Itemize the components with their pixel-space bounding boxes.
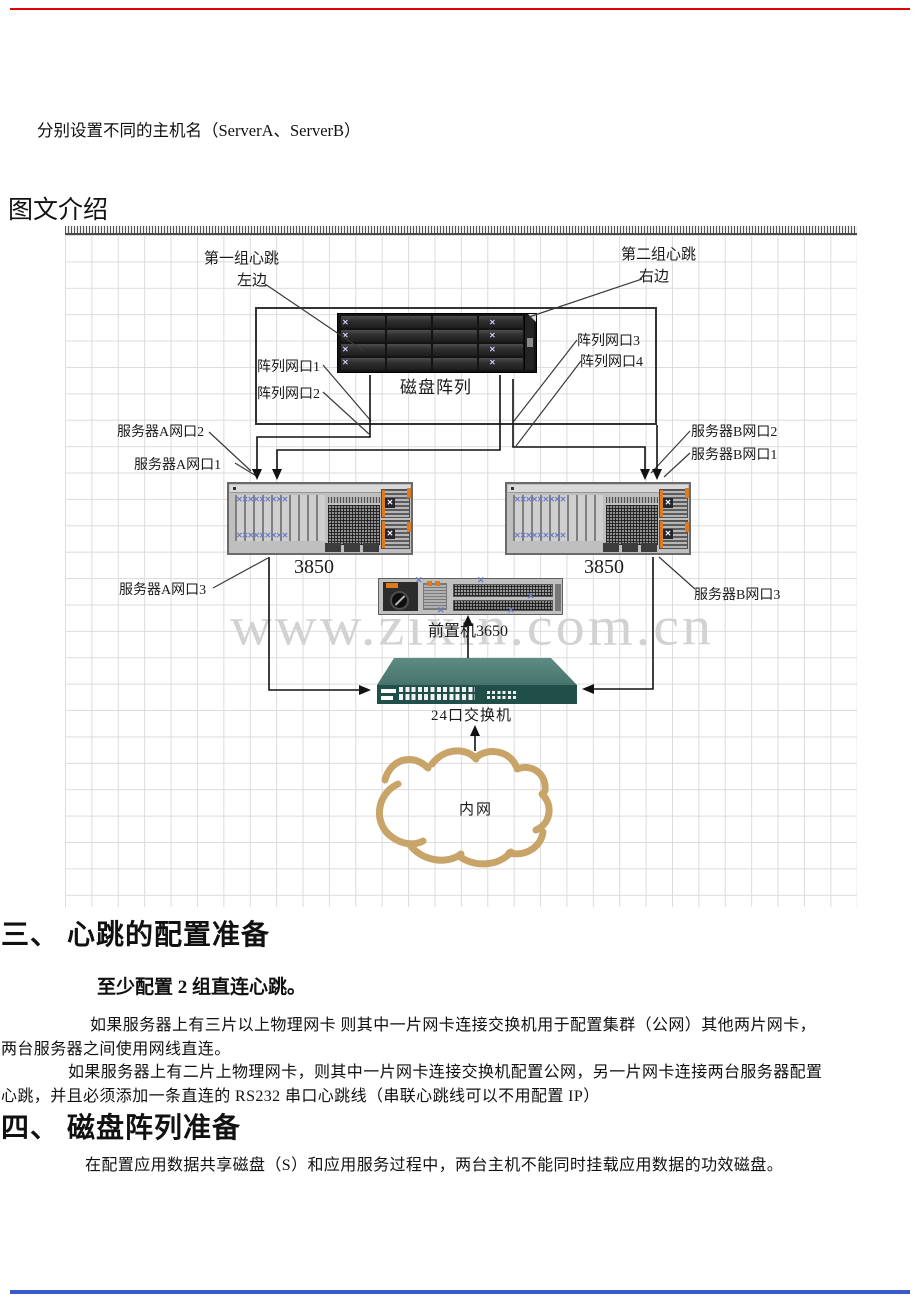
orange-accent: [386, 583, 398, 588]
disk-array-graphic: ✕ ✕ ✕ ✕ ✕ ✕ ✕ ✕: [337, 313, 537, 373]
bottom-blue-divider: [10, 1290, 910, 1294]
orange-accent: [407, 522, 411, 532]
x-mark-icon: ✕: [477, 575, 485, 585]
intranet-cloud-icon: [375, 747, 553, 868]
label-array-port1: 阵列网口1: [257, 360, 320, 375]
label-server-b-port2: 服务器B网口2: [691, 425, 778, 440]
front-server-power-module: [383, 582, 418, 611]
front-server-module: [423, 581, 447, 610]
server-vent-cap: [606, 497, 658, 503]
server-pci-slots: ✕✕✕✕✕✕✕✕✕ ✕✕✕✕✕✕✕✕✕: [235, 495, 325, 541]
x-marks-icon: ✕✕✕✕✕✕✕✕✕: [514, 531, 566, 540]
array-corner-fold: [528, 314, 536, 322]
x-mark-icon: ✕: [489, 331, 496, 340]
x-mark-icon: ✕: [415, 575, 423, 585]
orange-accent: [685, 522, 689, 532]
paragraph-line: 如果服务器上有三片以上物理网卡 则其中一片网卡连接交换机用于配置集群（公网）其他…: [90, 1017, 817, 1034]
label-server-a-model: 3850: [294, 556, 334, 578]
section3-heading: 三、 心跳的配置准备: [1, 920, 271, 951]
label-array-port2: 阵列网口2: [257, 387, 320, 402]
x-mark-icon: ✕: [507, 605, 515, 615]
server-top-strip: [230, 485, 410, 493]
array-side-tab: [527, 338, 533, 347]
server-top-strip: [508, 485, 688, 493]
section3-subheading: 至少配置 2 组直连心跳。: [97, 977, 307, 998]
x-marks-icon: ✕✕✕✕✕✕✕✕✕: [236, 531, 288, 540]
switch-port-group: [487, 691, 518, 699]
paragraph-line: 心跳，并且必须添加一条直连的 RS232 串口心跳线（串联心跳线可以不用配置 I…: [1, 1088, 600, 1105]
label-array-port4: 阵列网口4: [580, 355, 643, 370]
server-psu-module: ✕: [381, 489, 410, 518]
server-vent-grille: [606, 505, 658, 545]
label-server-a-port3: 服务器A网口3: [119, 583, 207, 598]
x-mark-icon: ✕: [489, 318, 496, 327]
server-vent-grille: [328, 505, 380, 545]
x-mark-icon: ✕: [663, 498, 673, 508]
label-array-port3: 阵列网口3: [577, 334, 640, 349]
orange-accent: [685, 488, 689, 498]
x-marks-icon: ✕✕✕✕✕✕✕✕✕: [514, 495, 566, 504]
server-bottom-ports: [603, 543, 657, 552]
server-pci-slots: ✕✕✕✕✕✕✕✕✕ ✕✕✕✕✕✕✕✕✕: [513, 495, 603, 541]
x-mark-icon: ✕: [527, 591, 535, 601]
front-server-port-panel: [453, 600, 553, 611]
x-mark-icon: ✕: [342, 331, 349, 340]
label-heartbeat-group1-side: 左边: [237, 273, 268, 289]
x-mark-icon: ✕: [342, 358, 349, 367]
switch-top-face: [377, 658, 577, 685]
front-server-graphic: ✕ ✕ ✕ ✕ ✕: [378, 575, 563, 615]
switch-label-bar: [381, 689, 396, 693]
orange-accent: [407, 488, 411, 498]
label-front-server: 前置机3650: [428, 623, 509, 640]
label-heartbeat-group1: 第一组心跳: [204, 251, 280, 267]
server-psu-module: ✕: [659, 489, 688, 518]
paragraph-line: 两台服务器之间使用网线直连。: [1, 1041, 231, 1058]
label-server-b-port1: 服务器B网口1: [691, 448, 778, 463]
switch-label-bar: [381, 696, 393, 700]
server-psu-module: ✕: [381, 520, 410, 549]
section4-heading: 四、 磁盘阵列准备: [1, 1113, 242, 1144]
server-psu-module: ✕: [659, 520, 688, 549]
label-switch: 24口交换机: [431, 708, 513, 724]
intro-line: 分别设置不同的主机名（ServerA、ServerB）: [37, 121, 361, 140]
server-b-graphic: ✕✕✕✕✕✕✕✕✕ ✕✕✕✕✕✕✕✕✕ ✕ ✕: [505, 482, 691, 555]
paragraph-line: 在配置应用数据共享磁盘（S）和应用服务过程中，两台主机不能同时挂载应用数据的功效…: [85, 1157, 784, 1174]
label-server-a-port2: 服务器A网口2: [117, 425, 205, 440]
x-mark-icon: ✕: [663, 529, 673, 539]
label-disk-array: 磁盘阵列: [400, 378, 472, 397]
server-bottom-ports: [325, 543, 379, 552]
label-heartbeat-group2-side: 右边: [639, 269, 670, 285]
diagram-top-hatch-border: [65, 226, 857, 235]
top-red-divider: [10, 8, 910, 10]
x-mark-icon: ✕: [385, 498, 395, 508]
label-server-a-port1: 服务器A网口1: [134, 458, 222, 473]
x-mark-icon: ✕: [342, 345, 349, 354]
x-mark-icon: ✕: [489, 358, 496, 367]
x-mark-icon: ✕: [489, 345, 496, 354]
label-intranet: 内网: [459, 802, 494, 818]
switch-port-group: [399, 687, 475, 700]
power-socket-icon: [390, 591, 409, 610]
disk-array-trays: [341, 316, 523, 370]
label-heartbeat-group2: 第二组心跳: [621, 247, 697, 263]
figure-heading: 图文介绍: [8, 197, 109, 224]
label-server-b-port3: 服务器B网口3: [694, 588, 781, 603]
label-server-b-model: 3850: [584, 556, 624, 578]
front-server-right-panel: [555, 584, 561, 611]
x-mark-icon: ✕: [342, 318, 349, 327]
front-server-port-panel: [453, 584, 553, 597]
server-vent-cap: [328, 497, 380, 503]
x-mark-icon: ✕: [385, 529, 395, 539]
server-a-graphic: ✕✕✕✕✕✕✕✕✕ ✕✕✕✕✕✕✕✕✕ ✕ ✕: [227, 482, 413, 555]
x-marks-icon: ✕✕✕✕✕✕✕✕✕: [236, 495, 288, 504]
paragraph-line: 如果服务器上有二片上物理网卡，则其中一片网卡连接交换机配置公网，另一片网卡连接两…: [68, 1064, 823, 1081]
x-mark-icon: ✕: [437, 605, 445, 615]
